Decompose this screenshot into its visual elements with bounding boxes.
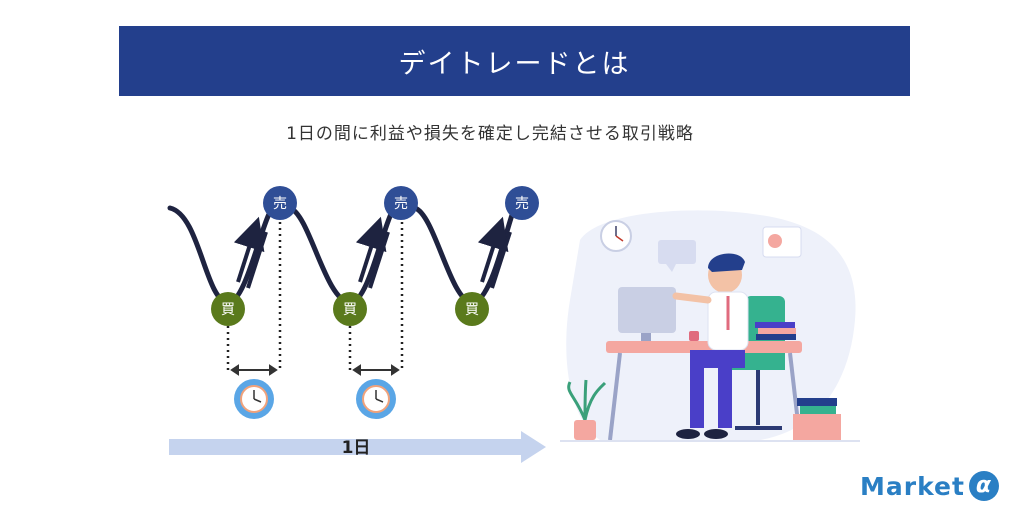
up-arrow-icon: [355, 216, 390, 289]
price-curve: [287, 205, 395, 306]
cup-icon: [689, 331, 699, 341]
buy-label: 買: [221, 302, 235, 318]
up-arrow-icon: [477, 216, 512, 289]
alpha-mark-icon: α: [968, 471, 999, 501]
logo-text: Market: [860, 471, 965, 501]
chat-bubble-icon: [658, 240, 696, 272]
wall-clock-icon: [600, 220, 632, 252]
buy-node: 買: [211, 292, 245, 326]
duration-arrow-icon: [230, 364, 278, 376]
timeline-arrow-icon: [169, 431, 546, 463]
buy-node: 買: [333, 292, 367, 326]
sell-node: 売: [505, 186, 539, 220]
day-label: 1日: [342, 438, 371, 458]
desk: [606, 341, 802, 441]
holding-period-line: [348, 222, 404, 370]
up-arrow-icon: [233, 216, 268, 289]
trader-illustration: [560, 210, 860, 442]
market-alpha-logo: Market α: [860, 468, 999, 504]
buy-label: 買: [343, 302, 357, 318]
plant-icon: [567, 379, 607, 440]
clock-icon: [234, 379, 274, 419]
holding-period-line: [226, 222, 282, 370]
price-curve: [167, 205, 273, 306]
sell-label: 売: [515, 196, 529, 212]
title-banner: デイトレードとは: [119, 26, 910, 96]
pie-chart-card-icon: [762, 226, 802, 258]
sell-node: 売: [384, 186, 418, 220]
person: [672, 253, 749, 439]
clock-icon: [356, 379, 396, 419]
buy-label: 買: [465, 302, 479, 318]
duration-arrow-icon: [352, 364, 400, 376]
buy-node: 買: [455, 292, 489, 326]
file-boxes-icon: [793, 398, 841, 440]
page-title: デイトレードとは: [398, 48, 631, 80]
books-icon: [755, 322, 796, 340]
sell-label: 売: [273, 196, 287, 212]
price-curve: [412, 205, 515, 306]
monitor-icon: [618, 287, 676, 341]
page-subtitle: 1日の間に利益や損失を確定し完結させる取引戦略: [286, 124, 694, 144]
sell-node: 売: [263, 186, 297, 220]
sell-label: 売: [394, 196, 408, 212]
